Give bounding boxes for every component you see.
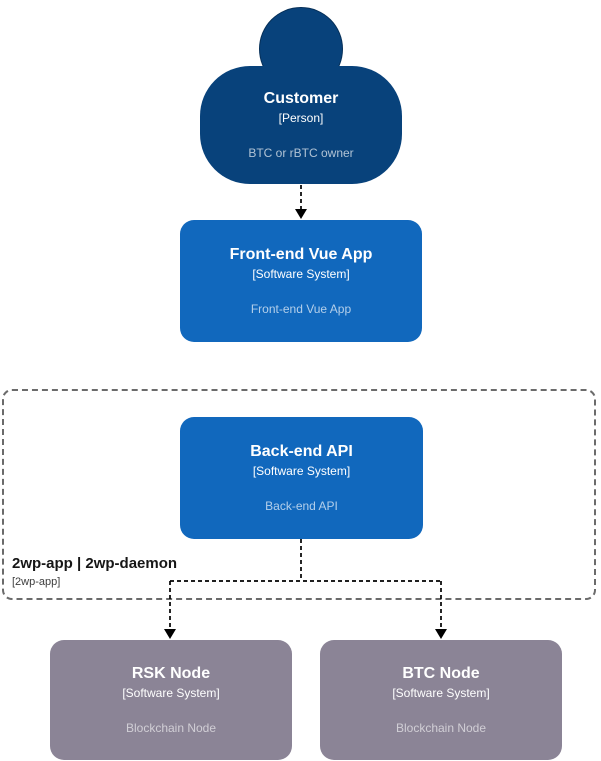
- system-backend-meta: [Software System]: [252, 464, 351, 479]
- system-frontend-description: Front-end Vue App: [250, 301, 352, 316]
- system-btc-node: BTC Node [Software System] Blockchain No…: [320, 640, 562, 760]
- arrowhead-frontend-icon: [295, 209, 307, 219]
- arrowhead-rsk-icon: [164, 629, 176, 639]
- person-description: BTC or rBTC owner: [248, 145, 354, 160]
- system-backend-description: Back-end API: [265, 498, 338, 513]
- system-rsk-node: RSK Node [Software System] Blockchain No…: [50, 640, 292, 760]
- system-btc-name: BTC Node: [402, 664, 480, 682]
- system-rsk-description: Blockchain Node: [125, 720, 217, 735]
- system-backend: Back-end API [Software System] Back-end …: [180, 417, 423, 539]
- system-frontend-meta: [Software System]: [252, 267, 350, 282]
- person-name: Customer: [263, 89, 339, 107]
- system-btc-description: Blockchain Node: [395, 720, 487, 735]
- arrowhead-btc-icon: [435, 629, 447, 639]
- system-frontend: Front-end Vue App [Software System] Fron…: [180, 220, 422, 342]
- boundary-meta: [2wp-app]: [12, 576, 61, 588]
- system-rsk-meta: [Software System]: [122, 686, 220, 701]
- person-customer: Customer [Person] BTC or rBTC owner: [200, 66, 402, 184]
- boundary-name: 2wp-app | 2wp-daemon: [12, 555, 178, 572]
- boundary-2wp-app: 2wp-app | 2wp-daemon [2wp-app]: [2, 389, 596, 600]
- system-rsk-name: RSK Node: [131, 664, 211, 682]
- boundary-label: 2wp-app | 2wp-daemon [2wp-app]: [12, 555, 177, 589]
- system-backend-name: Back-end API: [250, 442, 353, 460]
- person-meta: [Person]: [278, 111, 324, 126]
- system-frontend-name: Front-end Vue App: [229, 245, 373, 263]
- system-btc-meta: [Software System]: [392, 686, 490, 701]
